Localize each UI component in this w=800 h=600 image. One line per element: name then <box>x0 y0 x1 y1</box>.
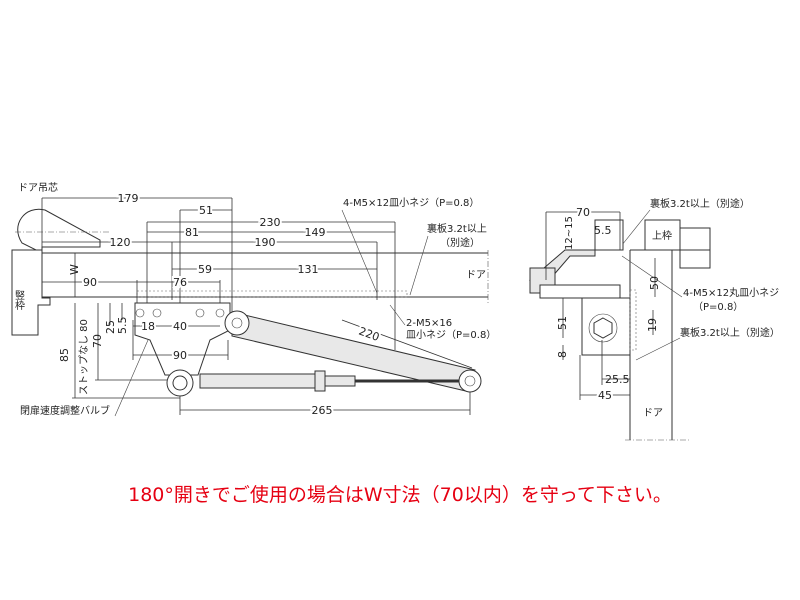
backing-note-bottom: 裏板3.2t以上（別途） <box>680 326 780 339</box>
dim-179: 179 <box>118 192 139 205</box>
door-pivot-shape <box>17 208 101 254</box>
side-screw-note: 4-M5×12丸皿小ネジ <box>683 286 779 299</box>
dim-40: 40 <box>173 320 187 333</box>
dim-25: 25 <box>104 320 117 334</box>
side-dim-5-5: 5.5 <box>594 224 612 237</box>
side-door-label: ドア <box>643 408 663 419</box>
dim-149: 149 <box>305 226 326 239</box>
side-dim-50: 50 <box>648 276 661 290</box>
side-dim-25-5: 25.5 <box>605 373 630 386</box>
arm-end-joint <box>458 369 482 393</box>
dim-265: 265 <box>312 404 333 417</box>
side-screw-note-b: （P=0.8） <box>693 301 743 313</box>
door-pivot-label: ドア吊芯 <box>18 181 58 194</box>
w-label: W <box>68 264 81 275</box>
vertical-frame <box>11 249 51 336</box>
backing-note-top: 裏板3.2t以上（別途） <box>650 197 750 210</box>
dim-70: 70 <box>91 334 104 348</box>
usage-note: 180°開きでご使用の場合はW寸法（70以内）を守って下さい。 <box>128 484 672 506</box>
hex-shaft <box>593 317 613 339</box>
side-view: 裏板3.2t以上（別途） 上枠 ドア 70 5.5 12~15 50 <box>529 197 780 441</box>
closer-body <box>134 302 231 376</box>
front-view: ドア吊芯 竪枠 ドア 179 51 230 81 <box>11 181 496 419</box>
dim-85: 85 <box>58 348 71 362</box>
side-dim-19: 19 <box>646 318 659 332</box>
screw-note-2b: 皿小ネジ（P=0.8） <box>406 329 496 341</box>
dim-90-bottom: 90 <box>173 349 187 362</box>
top-frame <box>644 219 681 251</box>
dim-120: 120 <box>110 236 131 249</box>
dim-190: 190 <box>255 236 276 249</box>
dim-90-top: 90 <box>83 276 97 289</box>
dim-18: 18 <box>141 320 155 333</box>
mounting-holes <box>135 308 225 318</box>
dim-76: 76 <box>173 276 187 289</box>
dim-230: 230 <box>260 216 281 229</box>
forearm-rod <box>199 373 321 389</box>
side-dim-70: 70 <box>576 206 590 219</box>
side-dim-51: 51 <box>556 316 569 330</box>
top-frame-label: 上枠 <box>652 229 672 242</box>
side-dim-12-15: 12~15 <box>564 216 575 250</box>
dim-81: 81 <box>185 226 199 239</box>
valve-label: 閉扉速度調整バルブ <box>20 404 110 417</box>
door-label: ドア <box>466 270 486 281</box>
side-dim-8: 8 <box>556 351 569 358</box>
screw-note-2: 2-M5×16 <box>406 318 452 329</box>
dim-51: 51 <box>199 204 213 217</box>
backing-note-1: 裏板3.2t以上 <box>427 222 487 235</box>
arm-pivot <box>224 310 250 336</box>
dim-220: 220 <box>357 325 381 344</box>
dim-80-nostop: ストップなし 80 <box>78 319 90 395</box>
dim-5-5: 5.5 <box>116 317 129 335</box>
dim-131: 131 <box>298 263 319 276</box>
screw-note-1: 4-M5×12皿小ネジ（P=0.8） <box>343 197 479 209</box>
backing-note-1b: （別途） <box>440 236 480 249</box>
frame-label: 竪枠 <box>13 290 25 311</box>
side-dim-45: 45 <box>598 389 612 402</box>
dim-59: 59 <box>198 263 212 276</box>
